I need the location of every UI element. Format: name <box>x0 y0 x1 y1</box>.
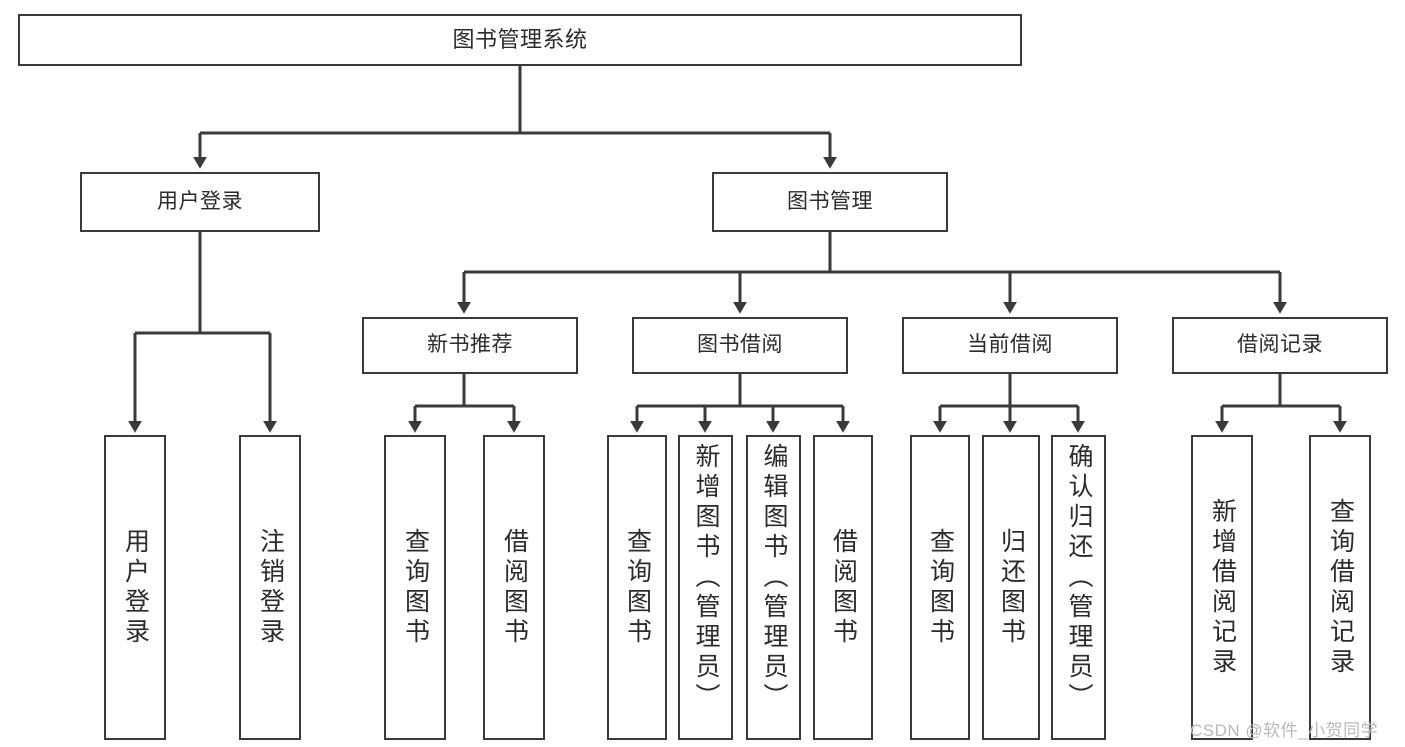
leaf-borrow-book[interactable]: 借阅图书 <box>813 435 873 740</box>
node-label: 确认归还（管理员） <box>1065 443 1093 713</box>
node-label: 查询图书 <box>401 527 430 648</box>
leaf-query-borrow-record[interactable]: 查询借阅记录 <box>1309 435 1371 740</box>
node-root[interactable]: 图书管理系统 <box>18 14 1022 66</box>
node-label: 借阅图书 <box>829 527 858 648</box>
leaf-return-book[interactable]: 归还图书 <box>982 435 1040 740</box>
node-label: 新书推荐 <box>427 333 513 357</box>
node-label: 查询图书 <box>623 527 652 648</box>
node-label: 用户登录 <box>157 189 243 213</box>
node-label: 新增图书（管理员） <box>692 443 720 713</box>
csdn-watermark: CSDN @软件_小贺同学 <box>1190 721 1379 740</box>
leaf-query-book-borrow[interactable]: 查询图书 <box>607 435 667 740</box>
node-label: 注销登录 <box>256 527 285 648</box>
node-label: 查询借阅记录 <box>1326 497 1355 678</box>
node-label: 图书管理系统 <box>452 27 588 53</box>
node-label: 查询图书 <box>926 527 955 648</box>
leaf-add-book-admin[interactable]: 新增图书（管理员） <box>678 435 733 740</box>
node-label: 归还图书 <box>997 527 1026 648</box>
node-user-login[interactable]: 用户登录 <box>80 172 320 232</box>
leaf-query-book-recommend[interactable]: 查询图书 <box>384 435 446 740</box>
leaf-edit-book-admin[interactable]: 编辑图书（管理员） <box>746 435 801 740</box>
node-label: 借阅记录 <box>1237 333 1323 357</box>
node-label: 图书管理 <box>787 189 873 213</box>
leaf-add-borrow-record[interactable]: 新增借阅记录 <box>1191 435 1253 740</box>
node-label: 借阅图书 <box>500 527 529 648</box>
node-borrow-record[interactable]: 借阅记录 <box>1172 317 1388 374</box>
node-label: 当前借阅 <box>967 333 1053 357</box>
leaf-borrow-book-recommend[interactable]: 借阅图书 <box>483 435 545 740</box>
leaf-user-login[interactable]: 用户登录 <box>104 435 166 740</box>
node-label: 图书借阅 <box>697 333 783 357</box>
node-book-borrow[interactable]: 图书借阅 <box>632 317 848 374</box>
node-new-book-recommend[interactable]: 新书推荐 <box>362 317 578 374</box>
node-label: 新增借阅记录 <box>1208 497 1237 678</box>
leaf-confirm-return-admin[interactable]: 确认归还（管理员） <box>1051 435 1106 740</box>
node-label: 编辑图书（管理员） <box>760 443 788 713</box>
node-book-management[interactable]: 图书管理 <box>712 172 948 232</box>
leaf-logout[interactable]: 注销登录 <box>239 435 301 740</box>
leaf-query-book-current[interactable]: 查询图书 <box>910 435 970 740</box>
node-label: 用户登录 <box>121 527 150 648</box>
node-current-borrow[interactable]: 当前借阅 <box>902 317 1118 374</box>
